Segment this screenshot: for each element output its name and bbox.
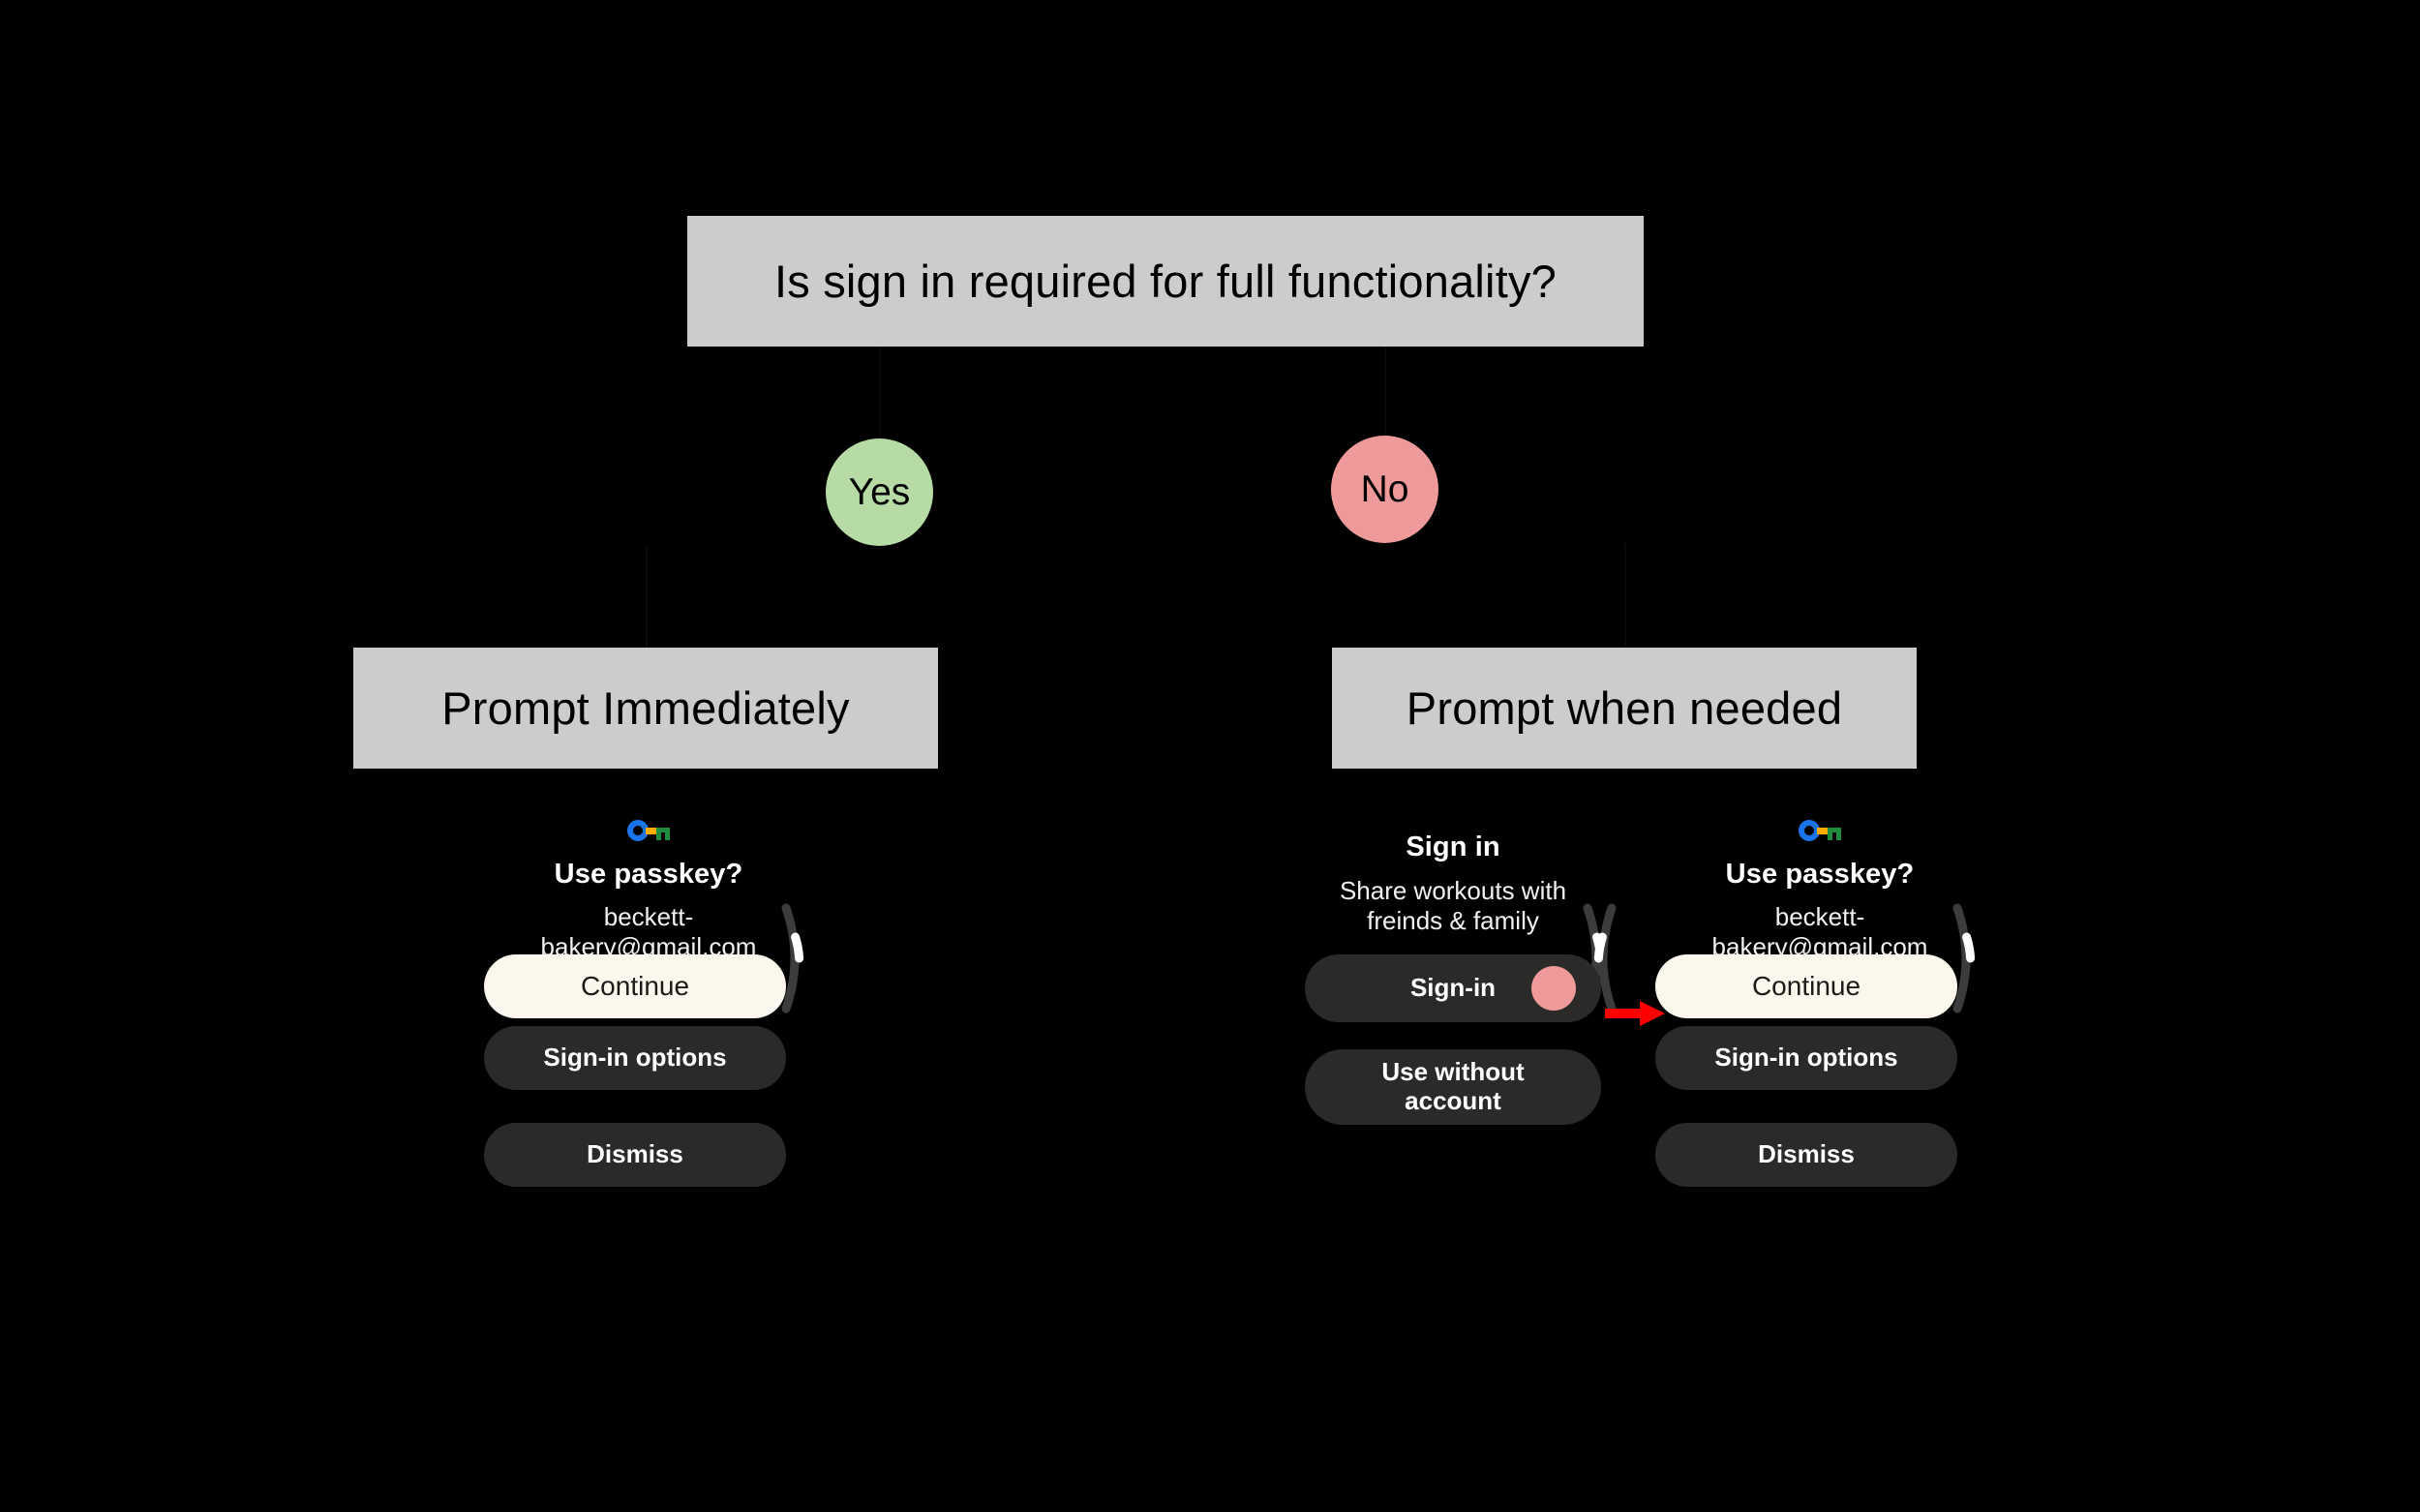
connector-decision-to-no <box>1384 347 1386 436</box>
decision-node-label: Is sign in required for full functionali… <box>773 255 1557 307</box>
continue-button-label: Continue <box>1751 970 1861 1001</box>
red-arrow-icon <box>1605 1001 1665 1026</box>
continue-button[interactable]: Continue <box>484 954 786 1018</box>
use-without-account-button-label: Use without account <box>1381 1057 1525 1115</box>
watch-subtitle: Share workouts with freinds & family <box>1339 876 1567 936</box>
sign-in-options-button-label: Sign-in options <box>543 1043 727 1073</box>
watch-title: Use passkey? <box>1725 859 1915 890</box>
watch-mockup-middle: Sign in Share workouts with freinds & fa… <box>1305 811 1606 1218</box>
scroll-indicator-icon[interactable] <box>780 900 809 1016</box>
dismiss-button-label: Dismiss <box>1758 1139 1855 1169</box>
sign-in-options-button[interactable]: Sign-in options <box>1655 1026 1957 1090</box>
continue-button-label: Continue <box>580 970 690 1001</box>
dismiss-button[interactable]: Dismiss <box>484 1123 786 1187</box>
sign-in-button[interactable]: Sign-in <box>1305 954 1601 1022</box>
sign-in-options-button-label: Sign-in options <box>1714 1043 1898 1073</box>
connector-yes-to-prompt-immediately <box>646 546 648 648</box>
edge-label-no: No <box>1331 436 1438 543</box>
watch-title: Sign in <box>1406 832 1500 862</box>
outcome-node-prompt-when-needed-label: Prompt when needed <box>1406 681 1843 734</box>
edge-label-yes-text: Yes <box>848 470 911 513</box>
sign-in-button-badge <box>1531 966 1576 1011</box>
outcome-node-prompt-immediately: Prompt Immediately <box>353 648 938 769</box>
scroll-indicator-icon[interactable] <box>1588 900 1618 1016</box>
edge-label-yes: Yes <box>826 438 933 546</box>
watch-title: Use passkey? <box>554 859 743 890</box>
sign-in-options-button[interactable]: Sign-in options <box>484 1026 786 1090</box>
dismiss-button-label: Dismiss <box>587 1139 683 1169</box>
connector-decision-to-yes <box>879 347 881 438</box>
outcome-node-prompt-when-needed: Prompt when needed <box>1332 648 1917 769</box>
google-passkey-icon <box>1799 820 1841 841</box>
connector-no-to-prompt-when-needed <box>1624 543 1626 648</box>
scroll-indicator-icon[interactable] <box>1951 900 1981 1016</box>
continue-button[interactable]: Continue <box>1655 954 1957 1018</box>
outcome-node-prompt-immediately-label: Prompt Immediately <box>441 681 850 734</box>
decision-node: Is sign in required for full functionali… <box>687 216 1644 347</box>
dismiss-button[interactable]: Dismiss <box>1655 1123 1957 1187</box>
google-passkey-icon <box>627 820 670 841</box>
watch-mockup-right: Use passkey? beckett-bakery@gmail.com Co… <box>1593 811 1984 1295</box>
edge-label-no-text: No <box>1360 468 1409 510</box>
watch-mockup-left: Use passkey? beckett-bakery@gmail.com Co… <box>484 811 813 1295</box>
sign-in-button-label: Sign-in <box>1409 973 1497 1003</box>
use-without-account-button[interactable]: Use without account <box>1305 1049 1601 1125</box>
